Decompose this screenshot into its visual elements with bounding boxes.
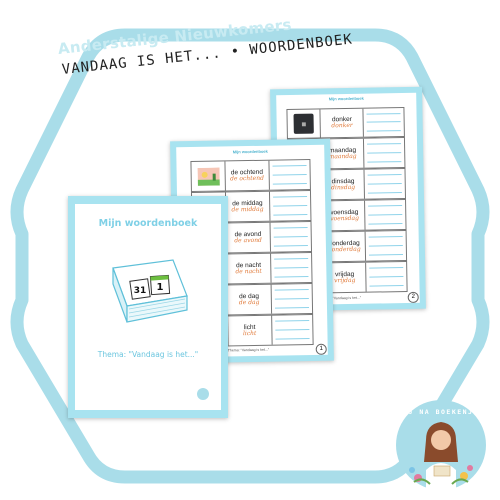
writing-lines: [272, 315, 313, 345]
writing-lines: [269, 160, 310, 190]
word-cursive: de dag: [238, 298, 260, 307]
page1-footer: Thema: "Vandaag is het...": [227, 347, 270, 353]
calendar-day: 31: [134, 286, 147, 296]
word-cursive: de nacht: [235, 267, 262, 276]
word-cursive: dinsdag: [331, 183, 356, 192]
word-cursive: licht: [242, 329, 257, 337]
writing-lines: [365, 200, 405, 230]
word-cursive: woensdag: [328, 214, 359, 223]
dark-picture: ■: [287, 109, 322, 139]
word-cursive: de ochtend: [230, 174, 264, 183]
writing-lines: [270, 222, 311, 252]
cover-theme: Thema: "Vandaag is het...": [97, 350, 199, 359]
writing-lines: [364, 108, 404, 137]
writing-lines: [366, 231, 406, 261]
writing-lines: [269, 191, 310, 221]
cover-page: Mijn woordenboek 31 1 Thema: "Vandaag is…: [68, 196, 228, 418]
writing-lines: [366, 262, 406, 292]
writing-lines: [271, 253, 312, 283]
word-cursive: donderdag: [327, 245, 361, 254]
word-cursive: de avond: [234, 236, 262, 245]
writing-lines: [271, 284, 312, 314]
calendar-day2: 1: [157, 282, 164, 293]
page2-header: Mijn woordenboek: [328, 95, 364, 102]
brand-badge: BIJ NA BOEKENJUF: [396, 400, 486, 490]
badge-text: BIJ NA BOEKENJUF: [397, 408, 485, 416]
sunrise-icon: [197, 167, 220, 186]
writing-lines: [364, 138, 404, 168]
calendar-icon: 31 1: [129, 274, 171, 300]
book-calendar-illustration: 31 1: [112, 259, 188, 323]
word-cursive: de middag: [231, 205, 264, 214]
morning-picture: [191, 161, 226, 192]
word-cursive: maandag: [328, 152, 357, 161]
page-number: 2: [407, 291, 419, 303]
author-avatar: [197, 388, 209, 400]
cover-title: Mijn woordenboek: [98, 218, 198, 229]
page1-header: Mijn woordenboek: [232, 148, 268, 155]
teacher-illustration: [409, 422, 473, 490]
word-cursive: donker: [331, 122, 353, 130]
writing-lines: [365, 169, 405, 199]
page-number: 1: [315, 343, 327, 355]
night-icon: ■: [293, 113, 315, 134]
word-cursive: vrijdag: [334, 276, 356, 285]
